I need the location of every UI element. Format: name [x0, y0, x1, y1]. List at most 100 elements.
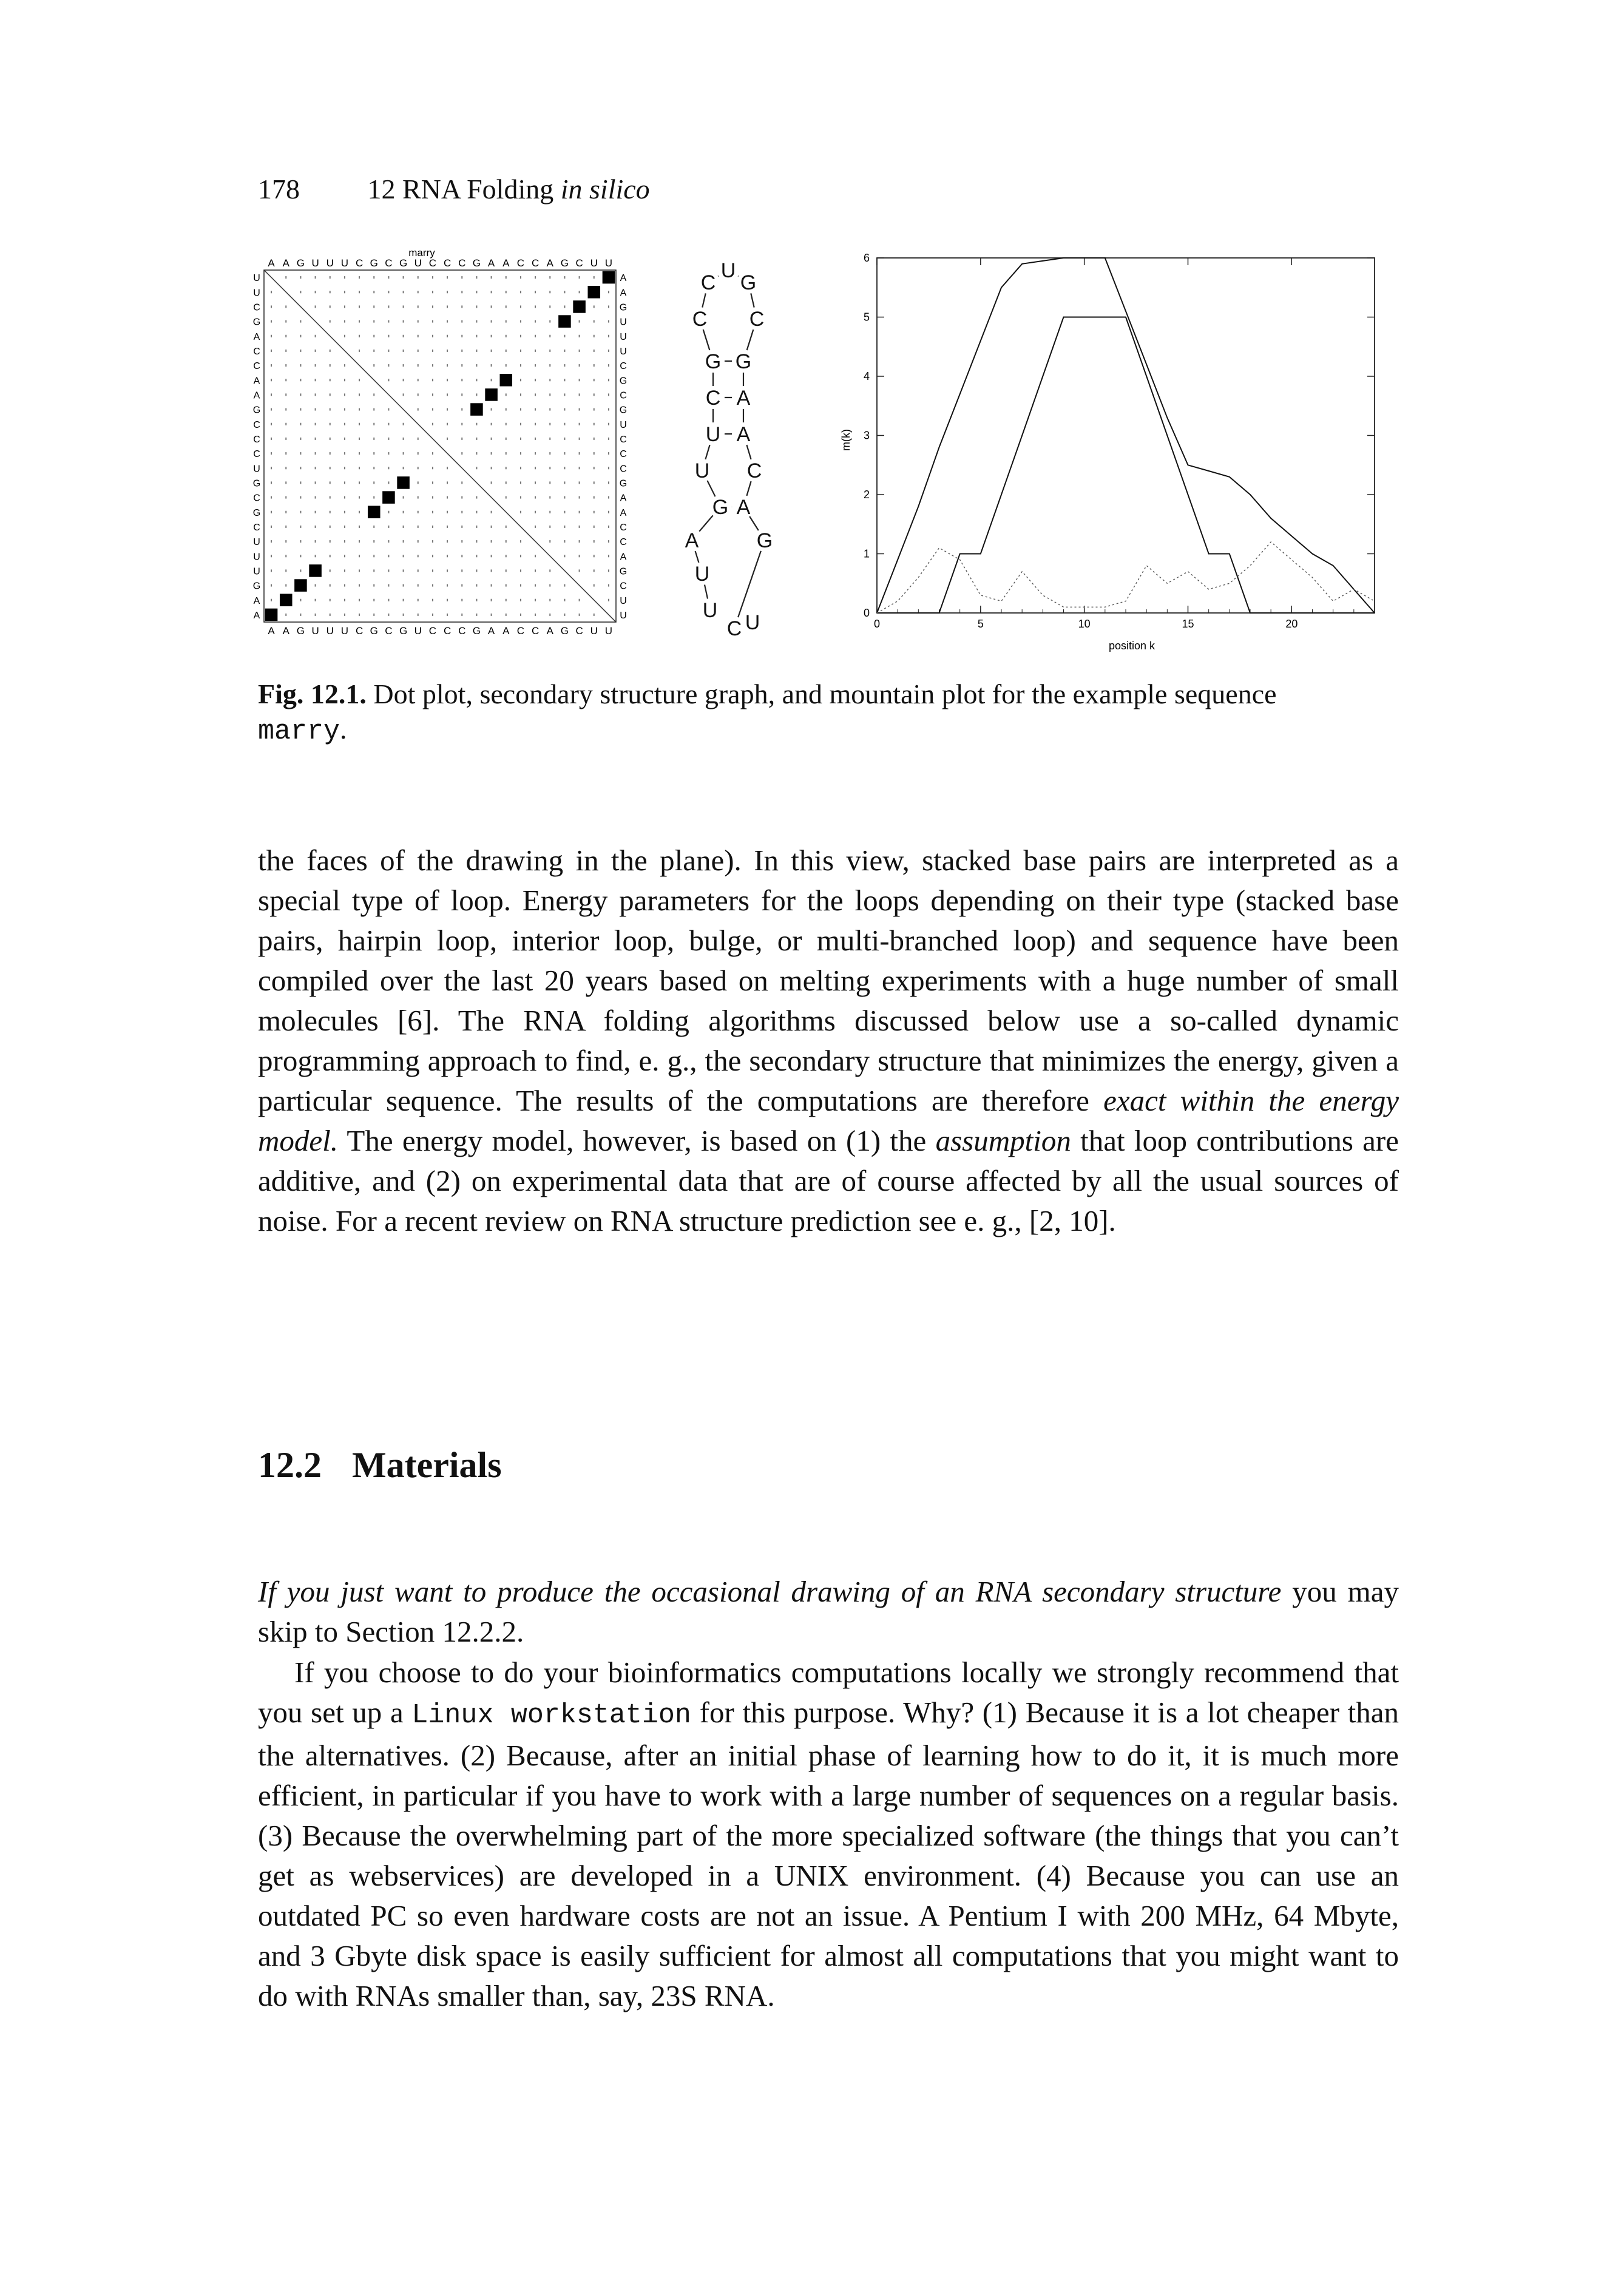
dot-plot-right-label: U: [620, 420, 627, 430]
dot-plot-dot: [593, 437, 595, 440]
dot-plot-right-label: G: [620, 376, 627, 386]
mountain-ytick-label: 1: [864, 548, 870, 560]
dot-plot-dot: [447, 584, 448, 587]
dot-plot-dot: [535, 393, 536, 396]
dot-plot-dot: [447, 613, 448, 616]
dot-plot-dot: [564, 452, 566, 455]
dot-plot-dot: [535, 320, 536, 323]
dot-plot-dot: [519, 320, 521, 323]
dot-plot: marry AAAAAAAAGGGGUUUUUUUUUUUUCCCCGGGGCC…: [253, 247, 627, 637]
dot-plot-dot: [431, 408, 433, 411]
dot-plot-dot: [285, 525, 287, 528]
dot-plot-left-label: U: [253, 288, 260, 298]
dot-plot-dot: [447, 437, 448, 440]
dot-plot-dot: [578, 291, 580, 294]
dot-plot-dot: [314, 584, 316, 587]
mountain-xtick-label: 15: [1182, 618, 1194, 630]
dot-plot-dot: [461, 452, 463, 455]
dot-plot-bottom-label: C: [458, 625, 465, 637]
dot-plot-dot: [314, 276, 316, 279]
dot-plot-dot: [431, 334, 433, 337]
dot-plot-top-label: C: [458, 257, 465, 269]
dot-plot-dot: [373, 452, 375, 455]
dot-plot-dot: [343, 555, 345, 558]
dot-plot-dot: [343, 525, 345, 528]
dot-plot-dot: [300, 320, 302, 323]
dot-plot-dot: [314, 481, 316, 484]
structure-base-label: U: [703, 599, 718, 622]
dot-plot-dot: [564, 349, 566, 352]
dot-plot-dot: [388, 379, 390, 382]
dot-plot-dot: [329, 555, 331, 558]
dot-plot-dot: [519, 467, 521, 470]
structure-base-label: G: [757, 529, 773, 552]
dot-plot-left-label: U: [253, 566, 260, 577]
dot-plot-dot: [373, 540, 375, 543]
dot-plot-dot: [359, 452, 360, 455]
dot-plot-left-label: G: [253, 508, 260, 518]
dot-plot-bottom-label: C: [517, 625, 524, 637]
dot-plot-dot: [549, 481, 551, 484]
dot-plot-pair-lower: [309, 564, 322, 577]
figure-caption: Fig. 12.1. Dot plot, secondary structure…: [258, 677, 1399, 749]
dot-plot-dot: [607, 349, 609, 352]
dot-plot-dot: [564, 496, 566, 499]
dot-plot-dot: [417, 291, 419, 294]
dot-plot-dot: [578, 540, 580, 543]
dot-plot-dot: [535, 422, 536, 425]
dot-plot-dot: [476, 437, 478, 440]
dot-plot-dot: [285, 349, 287, 352]
dot-plot-dot: [476, 334, 478, 337]
dot-plot-dot: [447, 393, 448, 396]
dot-plot-left-label: U: [253, 464, 260, 474]
mountain-series-2: [877, 316, 1375, 614]
dot-plot-dot: [607, 481, 609, 484]
dot-plot-dot: [593, 555, 595, 558]
mountain-ytick-label: 6: [864, 252, 870, 264]
dot-plot-dot: [578, 276, 580, 279]
dot-plot-dot: [402, 598, 404, 601]
dot-plot-dot: [359, 408, 360, 411]
dot-plot-dot: [359, 276, 360, 279]
dot-plot-dot: [549, 393, 551, 396]
dot-plot-dot: [271, 305, 272, 308]
dot-plot-dot: [549, 540, 551, 543]
dot-plot-dot: [417, 276, 419, 279]
dot-plot-dot: [417, 408, 419, 411]
dot-plot-dot: [285, 437, 287, 440]
dot-plot-dot: [417, 555, 419, 558]
dot-plot-dot: [343, 291, 345, 294]
dot-plot-dot: [461, 320, 463, 323]
dot-plot-dot: [505, 334, 507, 337]
dot-plot-dot: [535, 467, 536, 470]
dot-plot-dot: [505, 364, 507, 367]
dot-plot-right-label: G: [620, 566, 627, 577]
dot-plot-dot: [343, 379, 345, 382]
dot-plot-dot: [593, 379, 595, 382]
dot-plot-dot: [535, 496, 536, 499]
dot-plot-dot: [329, 305, 331, 308]
dot-plot-dot: [593, 364, 595, 367]
dot-plot-dot: [505, 467, 507, 470]
dot-plot-dot: [607, 467, 609, 470]
dot-plot-dot: [447, 291, 448, 294]
dot-plot-dot: [505, 408, 507, 411]
dot-plot-dot: [359, 555, 360, 558]
dot-plot-dot: [535, 481, 536, 484]
dot-plot-left-label: A: [254, 376, 260, 386]
dot-plot-bottom-label: U: [341, 625, 348, 637]
dot-plot-dot: [343, 276, 345, 279]
dot-plot-dot: [505, 598, 507, 601]
dot-plot-dot: [461, 291, 463, 294]
dot-plot-dot: [343, 496, 345, 499]
dot-plot-dot: [519, 510, 521, 513]
dot-plot-dot: [417, 481, 419, 484]
dot-plot-dot: [578, 569, 580, 572]
dot-plot-pair-lower: [279, 594, 293, 607]
dot-plot-dot: [519, 437, 521, 440]
paragraph2-italic: If you just want to produce the occasion…: [258, 1575, 1282, 1608]
mountain-xtick-label: 0: [874, 618, 880, 630]
dot-plot-dot: [505, 349, 507, 352]
dot-plot-dot: [431, 540, 433, 543]
